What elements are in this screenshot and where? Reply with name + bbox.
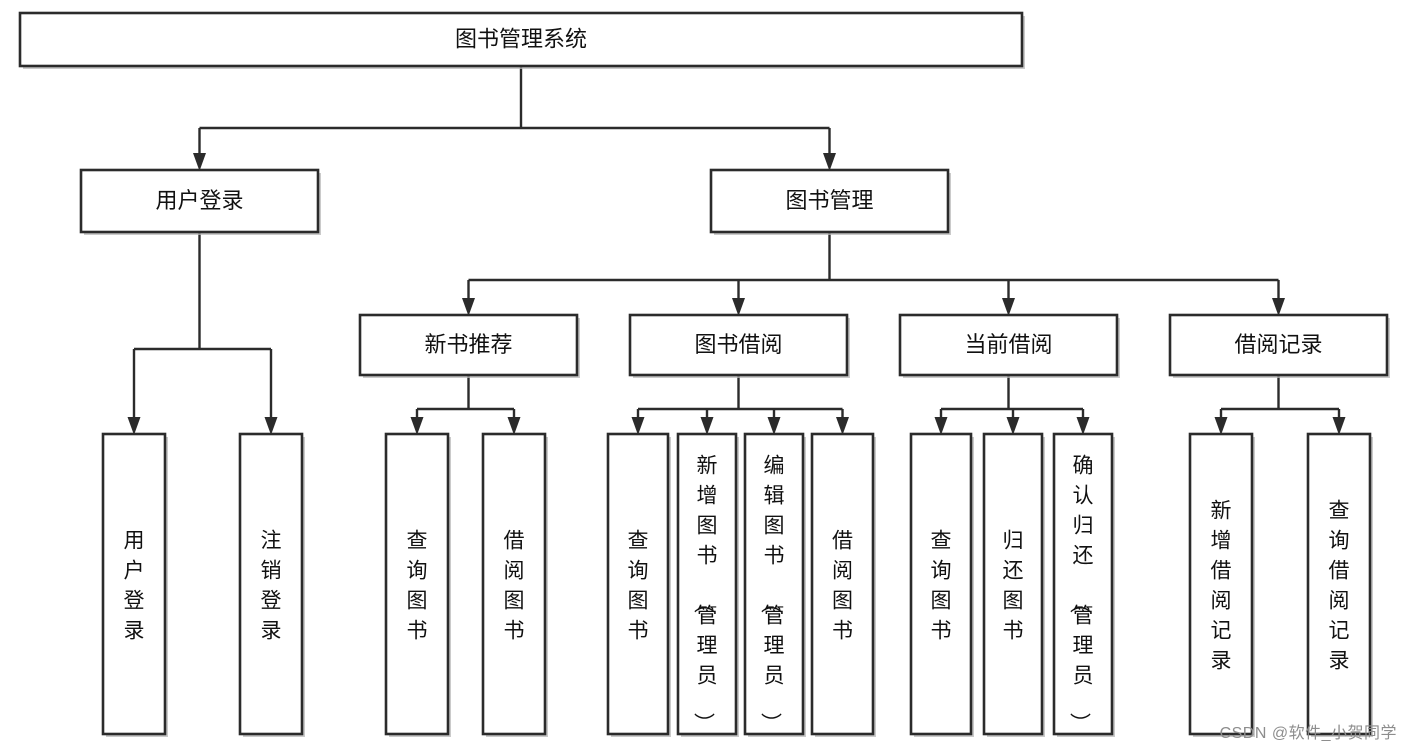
- node-l-cb-return[interactable]: 归还图书: [982, 432, 1045, 737]
- node-n-borrow[interactable]: 图书借阅: [628, 313, 850, 378]
- node-l-user-login[interactable]: 用户登录: [101, 432, 168, 737]
- arrow-head-icon: [1006, 417, 1020, 435]
- node-box: [79, 168, 320, 234]
- node-label: 确认归还（管理员）: [1068, 454, 1094, 733]
- arrow-head-icon: [631, 417, 645, 435]
- arrow-head-icon: [193, 153, 206, 171]
- arrow-head-icon: [1076, 417, 1090, 435]
- node-label: 图书管理: [785, 188, 873, 213]
- node-box: [1052, 432, 1114, 736]
- node-label: 借阅图书: [832, 529, 853, 642]
- node-l-bb-edit[interactable]: 编辑图书（管理员）: [743, 432, 806, 737]
- node-box: [358, 313, 579, 377]
- node-label: 用户登录: [124, 529, 145, 642]
- node-label: 用户登录: [155, 188, 243, 213]
- node-label: 新增图书（管理员）: [692, 454, 718, 733]
- node-label: 查询图书: [628, 529, 649, 642]
- node-l-cb-query[interactable]: 查询图书: [909, 432, 974, 737]
- node-n-user-login[interactable]: 用户登录: [79, 168, 321, 235]
- arrow-head-icon: [836, 417, 849, 435]
- arrow-head-icon: [700, 417, 714, 435]
- node-box: [743, 432, 805, 736]
- node-label: 当前借阅: [964, 332, 1052, 357]
- arrow-head-icon: [264, 417, 278, 435]
- node-l-bb-query[interactable]: 查询图书: [606, 432, 671, 737]
- node-box: [481, 432, 547, 736]
- node-label: 借阅图书: [504, 529, 525, 642]
- node-label: 查询图书: [407, 529, 428, 642]
- node-label: 编辑图书（管理员）: [759, 454, 785, 733]
- node-box: [238, 432, 304, 736]
- node-label: 归还图书: [1003, 529, 1024, 642]
- node-label: 图书借阅: [694, 332, 782, 357]
- node-l-rec-query[interactable]: 查询借阅记录: [1306, 432, 1373, 737]
- connector-layer: [127, 66, 1346, 435]
- node-box: [909, 432, 973, 736]
- node-n-record[interactable]: 借阅记录: [1168, 313, 1390, 378]
- arrow-head-icon: [507, 417, 521, 435]
- node-box: [1188, 432, 1254, 736]
- arrow-head-icon: [823, 153, 836, 171]
- node-box: [18, 11, 1024, 68]
- node-box: [606, 432, 670, 736]
- node-label: 图书管理系统: [455, 26, 587, 51]
- node-layer: 图书管理系统用户登录图书管理新书推荐图书借阅当前借阅借阅记录用户登录注销登录查询…: [18, 11, 1390, 737]
- node-l-nb-query[interactable]: 查询图书: [384, 432, 451, 737]
- node-n-new-book[interactable]: 新书推荐: [358, 313, 580, 378]
- node-label: 查询图书: [931, 529, 952, 642]
- arrow-head-icon: [410, 417, 424, 435]
- arrow-head-icon: [1332, 417, 1346, 435]
- node-box: [101, 432, 167, 736]
- arrow-head-icon: [1002, 298, 1015, 316]
- node-l-nb-borrow[interactable]: 借阅图书: [481, 432, 548, 737]
- arrow-head-icon: [127, 417, 141, 435]
- arrow-head-icon: [462, 298, 475, 316]
- node-box: [982, 432, 1044, 736]
- node-box: [628, 313, 849, 377]
- node-box: [676, 432, 738, 736]
- node-box: [810, 432, 875, 736]
- arrow-head-icon: [1214, 417, 1228, 435]
- node-l-bb-add[interactable]: 新增图书（管理员）: [676, 432, 739, 737]
- node-label: 注销登录: [261, 529, 282, 642]
- node-l-bb-borrow[interactable]: 借阅图书: [810, 432, 876, 737]
- node-box: [384, 432, 450, 736]
- node-l-cb-confirm[interactable]: 确认归还（管理员）: [1052, 432, 1115, 737]
- node-box: [1168, 313, 1389, 377]
- node-box: [898, 313, 1119, 377]
- arrow-head-icon: [767, 417, 781, 435]
- node-label: 新增借阅记录: [1211, 499, 1232, 672]
- node-l-user-logout[interactable]: 注销登录: [238, 432, 305, 737]
- node-root[interactable]: 图书管理系统: [18, 11, 1025, 69]
- arrow-head-icon: [1272, 298, 1285, 316]
- arrow-head-icon: [934, 417, 948, 435]
- node-label: 新书推荐: [424, 332, 512, 357]
- node-l-rec-add[interactable]: 新增借阅记录: [1188, 432, 1255, 737]
- node-n-book-manage[interactable]: 图书管理: [709, 168, 951, 235]
- node-label: 查询借阅记录: [1329, 499, 1350, 672]
- node-label: 借阅记录: [1234, 332, 1322, 357]
- node-box: [709, 168, 950, 234]
- node-n-current[interactable]: 当前借阅: [898, 313, 1120, 378]
- node-box: [1306, 432, 1372, 736]
- arrow-head-icon: [732, 298, 745, 316]
